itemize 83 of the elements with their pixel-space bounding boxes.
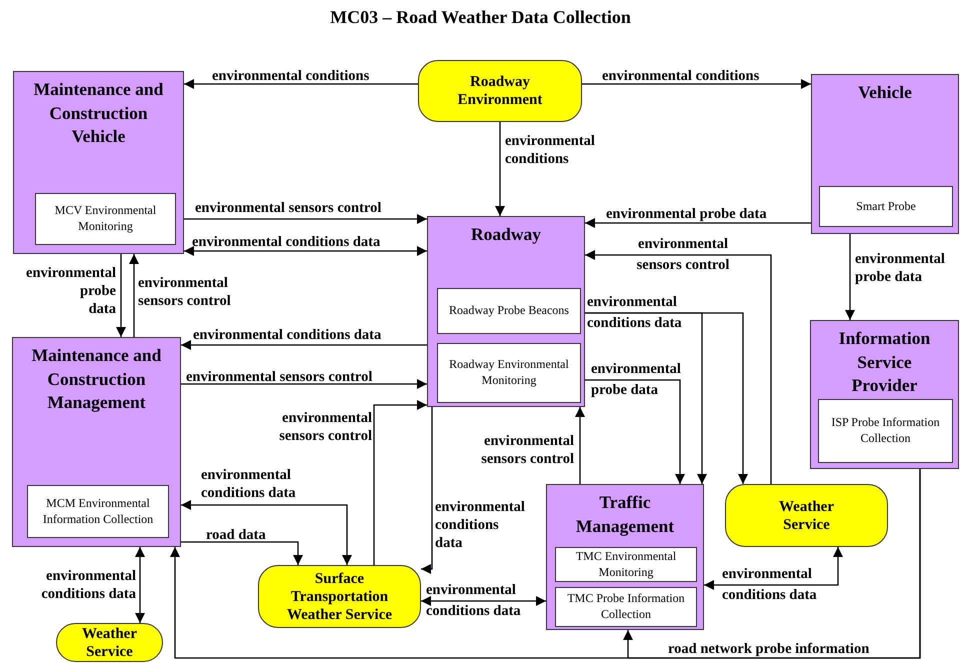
edge-label: environmental conditions data xyxy=(587,293,683,333)
node-label: Surface Transportation Weather Service xyxy=(286,570,394,624)
arrow xyxy=(495,122,505,216)
node-label: Weather Service xyxy=(778,498,835,534)
arrow xyxy=(704,547,843,590)
edge-label: environmental conditions data xyxy=(201,466,297,502)
edge-label: environmental conditions data xyxy=(435,498,526,552)
system-box xyxy=(810,320,959,469)
node-label: MCV Environmental Monitoring xyxy=(54,203,158,235)
edge-label: environmental sensors control xyxy=(195,199,382,218)
edge-label: environmental probe data xyxy=(606,205,767,224)
subsystem-box xyxy=(555,587,697,627)
arrow xyxy=(184,214,427,224)
arrow xyxy=(181,541,303,565)
terminator-box xyxy=(56,623,163,662)
arrow xyxy=(135,547,145,623)
edge-label: environmental conditions data xyxy=(193,326,382,344)
system-box xyxy=(12,337,181,547)
edge-label: environmental sensors control xyxy=(138,274,232,310)
node-label: Roadway xyxy=(470,223,542,246)
edge-label: environmental conditions xyxy=(212,67,370,86)
node-label: Weather Service xyxy=(81,624,138,660)
diagram-title: MC03 – Road Weather Data Collection xyxy=(329,7,632,28)
edge-label: road data xyxy=(206,526,266,544)
edge-label: environmental conditions data xyxy=(426,581,522,621)
terminator-box xyxy=(725,484,888,547)
subsystem-box xyxy=(437,288,581,334)
arrow xyxy=(184,79,418,89)
subsystem-box xyxy=(555,547,697,582)
arrow xyxy=(184,246,427,256)
arrow xyxy=(585,379,685,484)
node-label: TMC Probe Information Collection xyxy=(566,591,686,623)
node-label: Roadway Probe Beacons xyxy=(449,303,569,319)
arrow xyxy=(582,79,811,89)
arrow xyxy=(373,400,427,565)
arrow xyxy=(421,596,546,606)
edge-label: environmental probe data xyxy=(25,264,116,318)
arrow xyxy=(585,218,811,228)
system-box xyxy=(427,216,585,407)
node-label: Roadway Environmental Monitoring xyxy=(448,357,570,389)
node-label: Information Service Provider xyxy=(838,327,932,398)
subsystem-box xyxy=(35,193,176,245)
edge-label: environmental probe data xyxy=(591,360,682,400)
arrow xyxy=(116,254,126,337)
arrow xyxy=(129,254,139,337)
subsystem-box xyxy=(437,343,581,403)
node-label: MCM Environmental Information Collection xyxy=(42,496,154,528)
edge-label: environmental conditions data xyxy=(192,233,380,252)
edge-label: environmental sensors control xyxy=(278,409,372,446)
arrow xyxy=(181,340,427,350)
edge-label: environmental probe data xyxy=(855,250,946,286)
system-box xyxy=(13,71,184,254)
subsystem-box xyxy=(27,485,169,538)
arrow xyxy=(181,500,352,565)
node-label: Maintenance and Construction Vehicle xyxy=(32,78,164,148)
subsystem-box xyxy=(818,399,953,463)
node-label: TMC Environmental Monitoring xyxy=(574,548,678,580)
arrow xyxy=(575,407,585,484)
node-label: Traffic Management xyxy=(574,491,676,538)
edge-label: environmental sensors control xyxy=(480,432,574,468)
arrow xyxy=(585,312,707,484)
edge-label: environmental sensors control xyxy=(636,235,730,275)
node-label: Vehicle xyxy=(857,81,913,104)
terminator-box xyxy=(258,565,421,628)
node-label: Roadway Environment xyxy=(456,73,544,109)
terminator-box xyxy=(418,60,582,122)
arrow xyxy=(170,469,921,659)
node-label: ISP Probe Information Collection xyxy=(830,415,941,447)
arrow xyxy=(585,250,772,484)
subsystem-box xyxy=(819,186,953,227)
node-label: Maintenance and Construction Management xyxy=(30,344,162,414)
arrow xyxy=(181,379,427,389)
arrow xyxy=(421,407,433,574)
node-label: Smart Probe xyxy=(856,198,916,214)
system-box xyxy=(811,74,959,234)
edge-label: environmental conditions xyxy=(602,67,760,86)
edge-label: environmental conditions data xyxy=(40,567,136,604)
edge-label: environmental conditions xyxy=(505,132,596,168)
edge-label: environmental conditions data xyxy=(722,565,818,605)
arrow xyxy=(845,234,855,320)
edge-label: environmental sensors control xyxy=(186,368,372,386)
edge-label: road network probe information xyxy=(668,640,870,658)
system-box xyxy=(546,484,704,630)
